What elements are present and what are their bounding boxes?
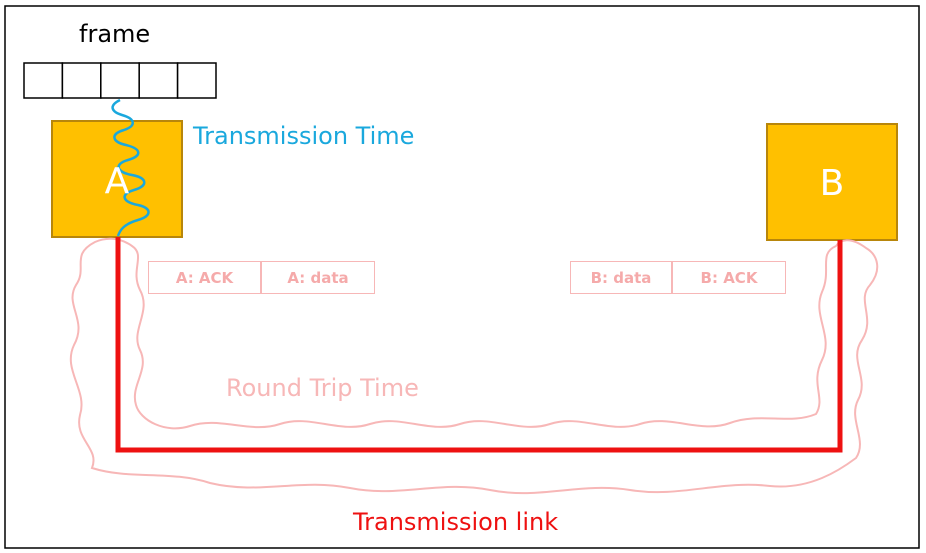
transmission-time-label: Transmission Time — [193, 122, 415, 150]
frame-cell — [23, 62, 64, 99]
frame-cell — [100, 62, 140, 99]
frame-cell — [138, 62, 179, 99]
frame-cell — [61, 62, 102, 99]
packet-a-ack: A: ACK — [148, 261, 261, 294]
frame-cells — [23, 62, 217, 99]
round-trip-time-label: Round Trip Time — [226, 374, 419, 402]
transmission-link-label: Transmission link — [353, 508, 559, 536]
node-b — [766, 123, 898, 241]
transmission-link-line — [115, 237, 843, 453]
packet-b-ack: B: ACK — [672, 261, 786, 294]
node-b-label: B — [819, 163, 845, 204]
transmission-time-squiggle — [111, 98, 150, 237]
frame-label: frame — [79, 20, 151, 48]
packet-a-data: A: data — [261, 261, 375, 294]
node-a-label: A — [104, 161, 130, 202]
outer-border — [4, 5, 920, 549]
frame-cell — [176, 62, 217, 99]
packet-b-data: B: data — [570, 261, 672, 294]
round-trip-loop — [69, 237, 879, 495]
